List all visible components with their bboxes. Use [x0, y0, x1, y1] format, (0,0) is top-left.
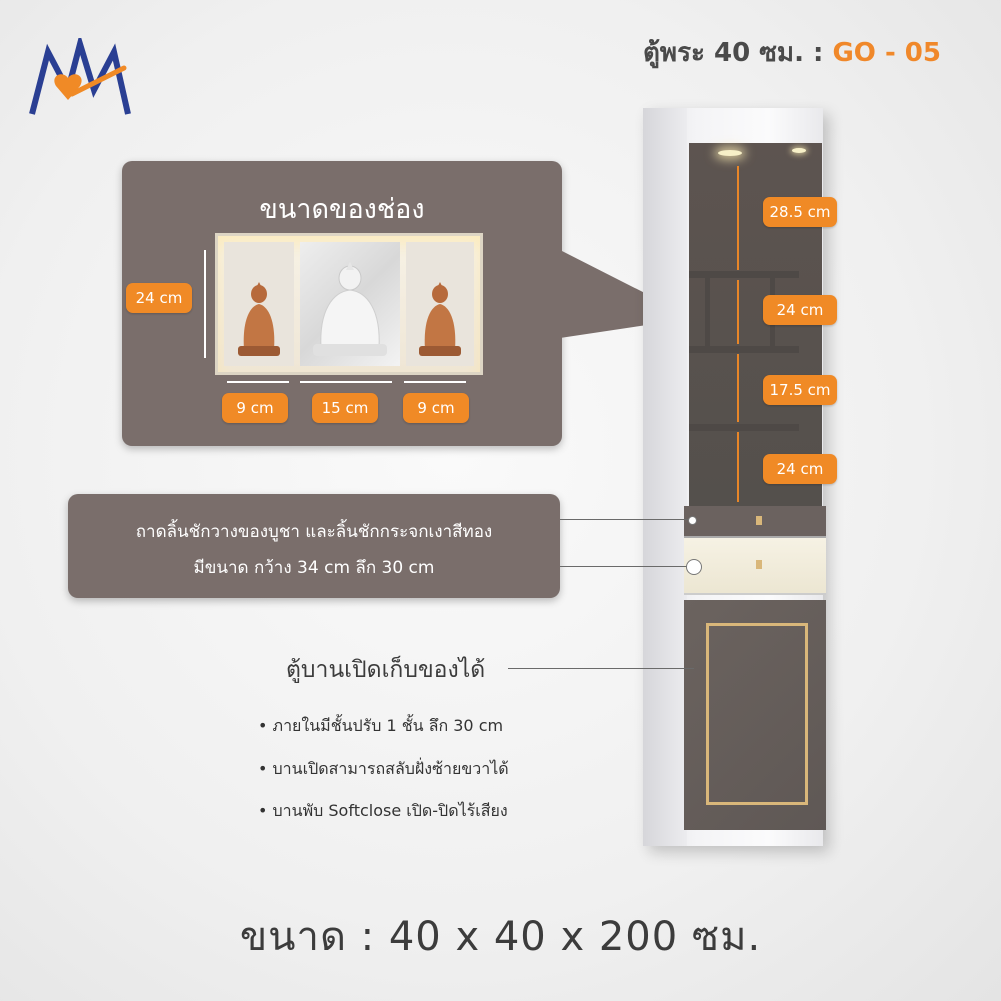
cabinet-spotlight-icon — [718, 150, 742, 156]
drawer-mirror-callout-dot-icon — [686, 559, 702, 575]
overall-size-caption: ขนาด : 40 x 40 x 200 ซม. — [239, 914, 762, 960]
door-bullet-2: • บานเปิดสามารถสลับฝั่งซ้ายขวาได้ — [258, 759, 509, 778]
cabinet-dim-arrow-1 — [737, 166, 739, 270]
door-bullet-1: • ภายในมีชั้นปรับ 1 ชั้น ลึก 30 cm — [258, 716, 504, 735]
buddha-statue-left-icon — [238, 282, 280, 356]
cabinet-spotlight-small-icon — [792, 148, 806, 153]
cabinet-dim-tag-2: 24 cm — [763, 295, 837, 325]
cabinet-divider-1 — [705, 271, 710, 351]
buddha-statue-right-icon — [419, 282, 461, 356]
niche-illustration — [215, 233, 483, 375]
niche-width-arrow-left — [227, 381, 289, 383]
niche-width-arrow-center — [300, 381, 392, 383]
niche-width-tag-center: 15 cm — [312, 393, 378, 423]
cabinet-drawer-gold-mirror — [684, 538, 826, 595]
door-callout-line — [508, 668, 694, 669]
niche-cell-left — [224, 242, 294, 366]
drawer-info-panel: ถาดลิ้นชักวางของบูชา และลิ้นชักกระจกเงาส… — [68, 494, 560, 598]
cabinet-dim-tag-1: 28.5 cm — [763, 197, 837, 227]
drawer-tray-knob-icon — [756, 516, 762, 525]
door-section-title: ตู้บานเปิดเก็บของได้ — [286, 657, 486, 683]
buddha-statue-center-icon — [313, 262, 387, 356]
page-title: ตู้พระ 40 ซม. : GO - 05 — [643, 32, 941, 73]
cabinet-door-gold-frame — [706, 623, 808, 805]
brand-logo-icon — [29, 38, 131, 115]
niche-width-tag-right: 9 cm — [403, 393, 469, 423]
drawer-info-line2: มีขนาด กว้าง 34 cm ลึก 30 cm — [193, 558, 435, 578]
drawer-tray-callout-line — [560, 519, 694, 520]
drawer-mirror-callout-line — [560, 566, 694, 567]
niche-width-arrow-right — [404, 381, 466, 383]
drawer-info-text: ถาดลิ้นชักวางของบูชา และลิ้นชักกระจกเงาส… — [68, 514, 560, 586]
niche-height-tag: 24 cm — [126, 283, 192, 313]
cabinet-dim-tag-3: 17.5 cm — [763, 375, 837, 405]
title-text: ตู้พระ 40 ซม. : — [643, 38, 824, 68]
door-bullet-3: • บานพับ Softclose เปิด-ปิดไร้เสียง — [258, 801, 508, 820]
cabinet-dim-arrow-3 — [737, 354, 739, 422]
cabinet-dim-arrow-2 — [737, 280, 739, 344]
drawer-mirror-knob-icon — [756, 560, 762, 569]
drawer-info-line1: ถาดลิ้นชักวางของบูชา และลิ้นชักกระจกเงาส… — [135, 522, 493, 542]
niche-cell-center — [300, 242, 400, 366]
niche-width-tag-left: 9 cm — [222, 393, 288, 423]
cabinet-shelf-3 — [689, 424, 799, 431]
cabinet-shelf-1 — [689, 271, 799, 278]
niche-panel-title: ขนาดของช่อง — [259, 194, 425, 225]
niche-cell-right — [406, 242, 474, 366]
niche-height-arrow — [204, 250, 206, 358]
cabinet-shelf-2 — [689, 346, 799, 353]
cabinet-dim-tag-4: 24 cm — [763, 454, 837, 484]
model-code: GO - 05 — [832, 38, 941, 68]
cabinet-side-panel — [643, 108, 687, 846]
cabinet-dim-arrow-4 — [737, 432, 739, 502]
drawer-tray-callout-dot-icon — [688, 516, 697, 525]
cabinet-drawer-tray — [684, 506, 826, 538]
